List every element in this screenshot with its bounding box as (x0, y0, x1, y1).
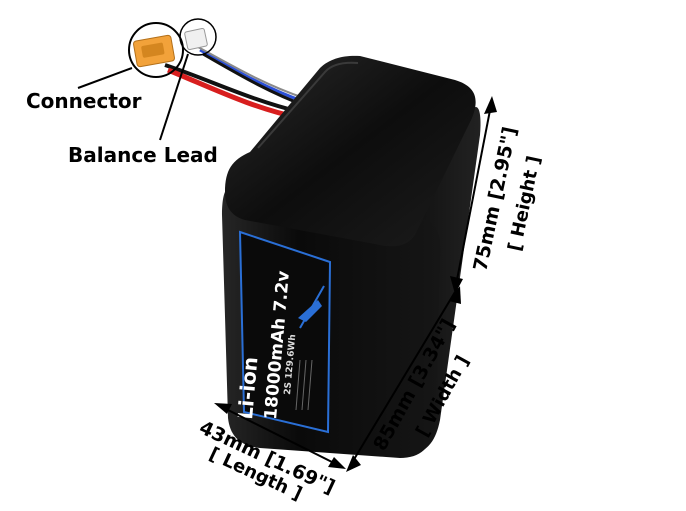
label-fine-print (295, 359, 313, 411)
connector-callout: Connector (26, 89, 142, 113)
battery-label: Li-ion 18000mAh 7.2v 2S 129.6Wh (233, 230, 332, 434)
balance-plug-icon (184, 27, 208, 51)
balance-lead-callout: Balance Lead (68, 143, 218, 167)
connector-leader-line (77, 67, 133, 89)
balance-leader-line (159, 53, 189, 141)
balance-highlight-circle (179, 18, 217, 56)
connector-highlight-circle (128, 22, 184, 78)
width-dimension-arrow (346, 286, 461, 472)
brand-logo-icon (298, 285, 325, 329)
xt-connector-icon (133, 34, 175, 68)
length-dimension-arrow (214, 403, 346, 469)
label-chemistry: Li-ion (233, 356, 262, 421)
height-dimension-arrow (450, 96, 497, 294)
